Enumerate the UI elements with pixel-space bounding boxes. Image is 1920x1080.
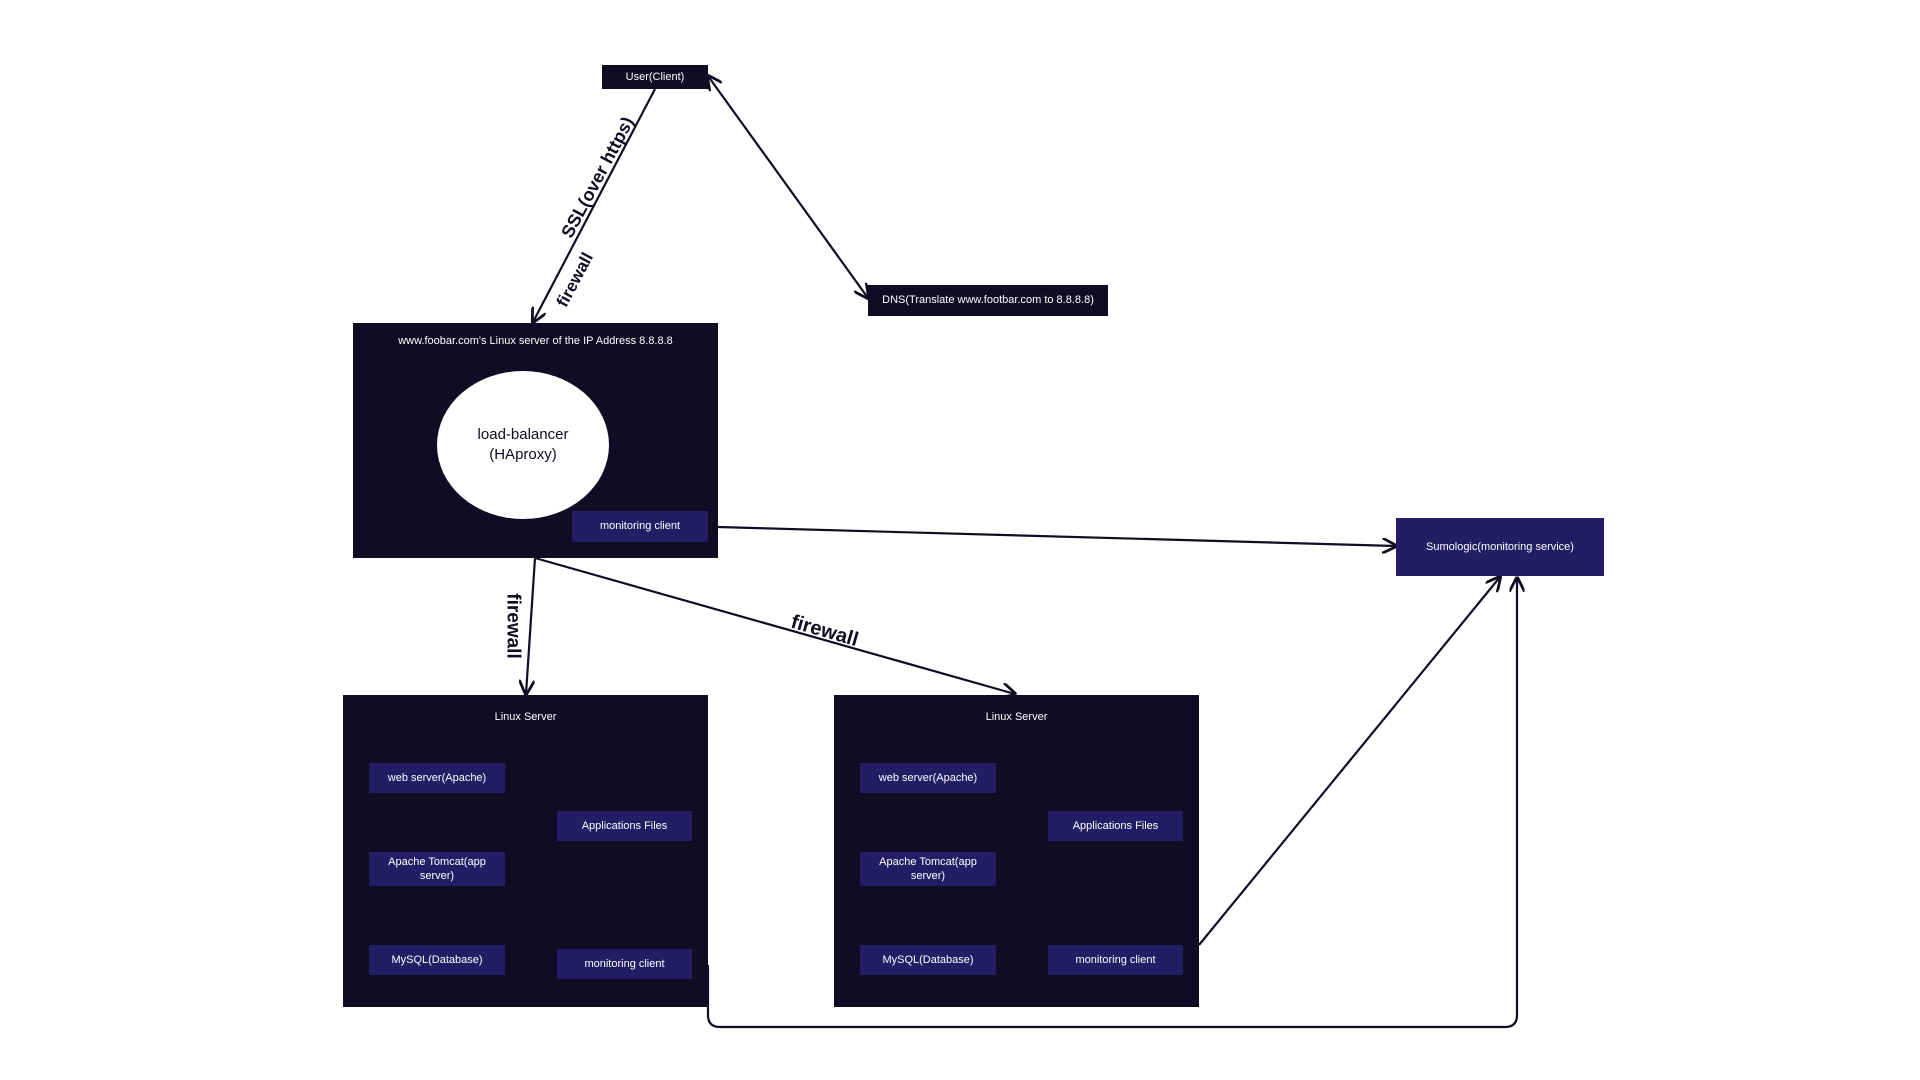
firewall-left-edge-label: firewall: [502, 593, 524, 659]
sumologic-node[interactable]: Sumologic(monitoring service): [1396, 518, 1604, 576]
load-balancer-label: load-balancer: [477, 425, 569, 443]
monitoring-client-2[interactable]: monitoring client: [1048, 945, 1183, 975]
lb-server-panel[interactable]: www.foobar.com's Linux server of the IP …: [353, 323, 718, 558]
lb-server2-edge: [534, 556, 1015, 694]
app-files-2[interactable]: Applications Files: [1048, 811, 1183, 841]
linux-server-2-title: Linux Server: [985, 711, 1048, 723]
lb-server-title: www.foobar.com's Linux server of the IP …: [398, 335, 673, 347]
lb-server1-edge: [526, 557, 537, 694]
lb-sumologic-edge: [717, 525, 1396, 546]
database-1[interactable]: MySQL(Database): [369, 945, 505, 975]
client-dns-edge: [708, 76, 868, 298]
server2-sumologic-edge: [1198, 577, 1500, 946]
web-server-2[interactable]: web server(Apache): [860, 763, 996, 793]
app-files-1[interactable]: Applications Files: [557, 811, 692, 841]
server1-sumologic-edge: [706, 578, 1517, 1029]
client-lb-edge: [533, 88, 656, 322]
app-server-1[interactable]: Apache Tomcat(app server): [369, 852, 505, 886]
linux-server-2-panel[interactable]: Linux Server web server(Apache) Apache T…: [834, 695, 1199, 1007]
linux-server-1-panel[interactable]: Linux Server web server(Apache) Apache T…: [343, 695, 708, 1007]
app-server-2[interactable]: Apache Tomcat(app server): [860, 852, 996, 886]
lb-monitoring-client[interactable]: monitoring client: [572, 511, 708, 542]
user-client-node[interactable]: User(Client): [602, 65, 708, 89]
dns-node[interactable]: DNS(Translate www.footbar.com to 8.8.8.8…: [868, 285, 1108, 316]
load-balancer-node[interactable]: load-balancer (HAproxy): [437, 371, 609, 519]
web-server-1[interactable]: web server(Apache): [369, 763, 505, 793]
monitoring-client-1[interactable]: monitoring client: [557, 949, 692, 979]
load-balancer-type: (HAproxy): [489, 446, 557, 463]
linux-server-1-title: Linux Server: [494, 711, 557, 723]
database-2[interactable]: MySQL(Database): [860, 945, 996, 975]
